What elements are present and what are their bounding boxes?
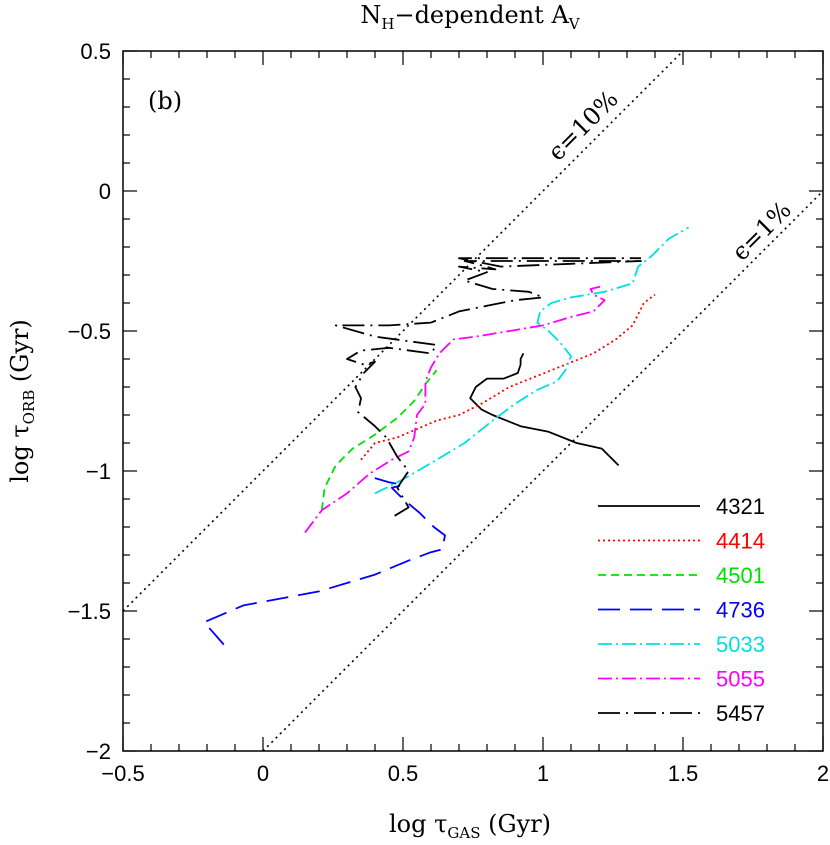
x-axis-title-unit: (Gyr): [480, 810, 551, 838]
y-tick-label: −1: [86, 459, 111, 484]
legend-label-4321: 4321: [716, 494, 765, 519]
chart-title-mid: −dependent A: [394, 1, 569, 29]
x-tick-label: 1.5: [668, 761, 699, 786]
legend-label-4414: 4414: [716, 529, 765, 554]
chart-title-sub1: H: [381, 15, 394, 33]
y-tick-label: 0.5: [80, 39, 111, 64]
series-line-5457: [334, 257, 642, 517]
ref-annotation-1pct: ϵ=1%: [726, 196, 796, 266]
ticks-layer: −0.5 0 0.5 1 1.5 2 −2 −1.5 −1 −0.5 0 0.5: [68, 39, 830, 786]
series-line-4501: [320, 369, 438, 511]
y-tick-label: −2: [86, 739, 111, 764]
x-tick-label: 0: [257, 761, 269, 786]
panel-label: (b): [148, 87, 182, 115]
legend: 4321 4414 4501 4736 5033 5055 5457: [598, 494, 765, 726]
series-line-5033: [374, 226, 690, 495]
y-tick-label: 0: [99, 179, 111, 204]
chart-title: NH−dependent AV: [360, 1, 580, 33]
x-tick-label: 2: [817, 761, 829, 786]
reference-line-10pct: [122, 50, 684, 612]
y-tick-label: −0.5: [68, 319, 111, 344]
y-axis-title: log τORB (Gyr): [6, 319, 38, 483]
legend-label-5033: 5033: [716, 632, 765, 657]
x-tick-label: 0.5: [388, 761, 419, 786]
legend-label-5055: 5055: [716, 667, 765, 692]
legend-label-4736: 4736: [716, 598, 765, 623]
x-axis-title-sub: GAS: [447, 824, 480, 840]
series-line-4321: [469, 352, 620, 467]
series-line-5055: [304, 285, 606, 534]
y-axis-title-unit: (Gyr): [6, 319, 34, 390]
x-axis-title-main: log τ: [389, 810, 447, 838]
x-axis-title: log τGAS (Gyr): [389, 810, 551, 840]
legend-label-4501: 4501: [716, 563, 765, 588]
x-tick-label: −0.5: [101, 761, 144, 786]
x-tick-label: 1: [537, 761, 549, 786]
chart-title-sub2: V: [568, 15, 581, 33]
ref-annotation-10pct: ϵ=10%: [542, 85, 623, 166]
legend-label-5457: 5457: [716, 701, 765, 726]
plot-frame: [122, 50, 824, 752]
chart-title-main: N: [360, 1, 381, 29]
series-layer: [203, 226, 690, 646]
y-tick-label: −1.5: [68, 599, 111, 624]
series-line-4736: [203, 475, 446, 646]
y-axis-title-sub: ORB: [20, 390, 38, 425]
y-axis-title-main: log τ: [6, 424, 34, 482]
